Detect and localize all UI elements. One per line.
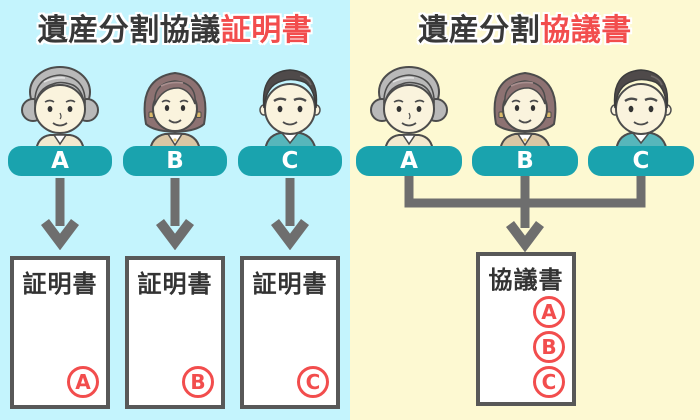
seal-stamp-b: B — [533, 331, 565, 363]
certificate-title-accent: 証明書 — [220, 13, 313, 48]
heir-label-c: C — [281, 148, 299, 174]
document-title-c: 証明書 — [252, 270, 328, 298]
heir-column-a: A 証明書 A — [8, 50, 112, 409]
heir-label-pill-b: B — [123, 146, 227, 176]
down-arrow-icon — [38, 178, 82, 250]
agreement-panel: 遺産分割協議書 A B C 協議書 A B — [350, 0, 700, 420]
heir-label-a: A — [400, 148, 418, 174]
heir-column-b: B 証明書 B — [123, 50, 227, 409]
certificate-columns: A 証明書 A B 証明書 B C — [0, 50, 350, 409]
agreement-seal-stamps: A B C — [533, 296, 565, 398]
certificate-document-a: 証明書 A — [10, 256, 110, 409]
certificate-title-main: 遺産分割協議 — [37, 13, 221, 48]
seal-letter-a: A — [541, 300, 557, 324]
seal-stamp-a: A — [533, 296, 565, 328]
agreement-panel-title: 遺産分割協議書 — [350, 5, 700, 49]
seal-letter-b: B — [541, 335, 557, 359]
seal-stamp-a: A — [67, 366, 99, 398]
heir-label-pill-c: C — [588, 146, 694, 176]
document-title-b: 証明書 — [137, 270, 213, 298]
certificate-panel-title: 遺産分割協議証明書 — [0, 5, 350, 49]
agreement-document: 協議書 A B C — [476, 252, 576, 406]
seal-stamp-c: C — [533, 366, 565, 398]
certificate-panel: 遺産分割協議証明書 A 証明書 A B 証明書 B — [0, 0, 350, 420]
seal-letter-a: A — [75, 370, 91, 394]
heir-label-pill-a: A — [356, 146, 462, 176]
heir-label-pill-c: C — [238, 146, 342, 176]
heir-column-a: A — [356, 50, 462, 176]
man-illustration — [591, 52, 691, 152]
certificate-document-c: 証明書 C — [240, 256, 340, 409]
merge-arrow-icon — [404, 176, 646, 253]
seal-letter-b: B — [190, 370, 206, 394]
heir-label-pill-b: B — [472, 146, 578, 176]
document-title-a: 証明書 — [22, 270, 98, 298]
seal-letter-c: C — [541, 370, 557, 394]
down-arrow-icon — [153, 178, 197, 250]
heir-label-b: B — [166, 148, 184, 174]
elderly-woman-illustration — [359, 52, 459, 152]
heir-label-b: B — [516, 148, 534, 174]
down-arrow-icon — [268, 178, 312, 250]
middle-aged-woman-illustration — [125, 52, 225, 152]
elderly-woman-illustration — [10, 52, 110, 152]
heir-column-c: C — [588, 50, 694, 176]
seal-stamp-c: C — [297, 366, 329, 398]
heir-column-b: B — [472, 50, 578, 176]
heir-label-pill-a: A — [8, 146, 112, 176]
heir-label-c: C — [632, 148, 650, 174]
agreement-document-title: 協議書 — [488, 266, 564, 294]
certificate-document-b: 証明書 B — [125, 256, 225, 409]
man-illustration — [240, 52, 340, 152]
middle-aged-woman-illustration — [475, 52, 575, 152]
seal-stamp-b: B — [182, 366, 214, 398]
heir-column-c: C 証明書 C — [238, 50, 342, 409]
agreement-heirs-row: A B C — [350, 50, 700, 176]
agreement-title-accent: 協議書 — [540, 13, 632, 48]
seal-letter-c: C — [305, 370, 321, 394]
agreement-title-main: 遺産分割 — [418, 13, 541, 48]
heir-label-a: A — [51, 148, 69, 174]
